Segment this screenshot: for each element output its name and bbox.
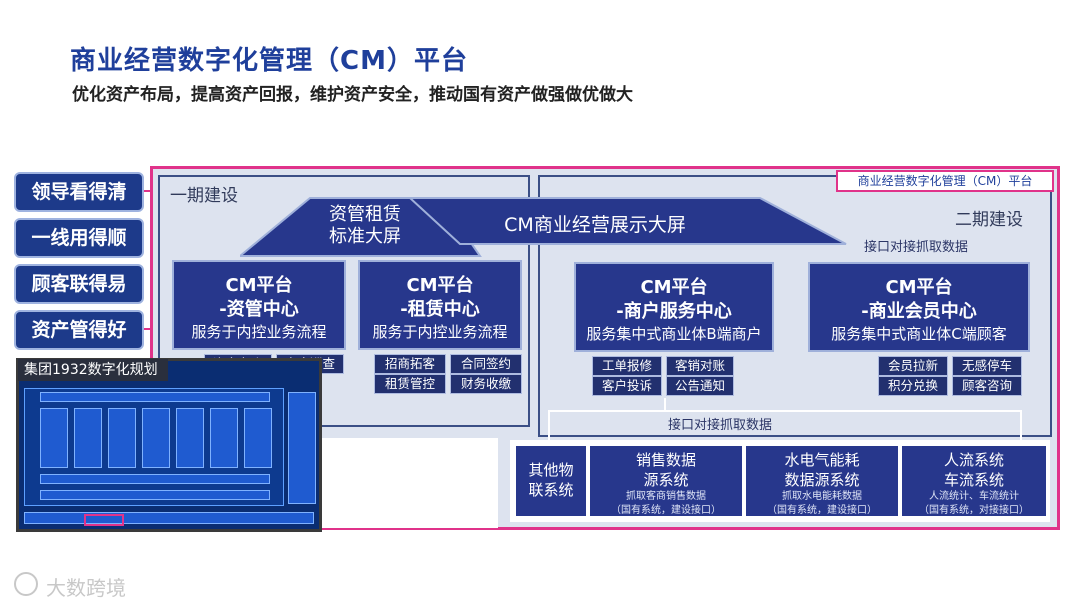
pill-customer: 顾客联得易 — [14, 264, 144, 304]
phase2-frame — [538, 175, 1052, 437]
system-line1: 水电气能耗 — [784, 451, 860, 469]
tag-consult: 顾客咨询 — [952, 376, 1022, 396]
thumbnail-block — [244, 408, 272, 468]
center-desc: 服务集中式商业体B端商户 — [586, 325, 762, 343]
thumbnail-block — [74, 408, 102, 468]
system-line2: 车流系统 — [943, 471, 1004, 489]
diagram-cutout — [322, 438, 498, 528]
tag-finance: 财务收缴 — [450, 374, 522, 394]
thumbnail-block — [24, 512, 314, 524]
tag-reconcile: 客销对账 — [666, 356, 734, 376]
tag-lease-control: 租赁管控 — [374, 374, 446, 394]
center-merchant-service: CM平台 -商户服务中心 服务集中式商业体B端商户 — [574, 262, 774, 352]
page-title: 商业经营数字化管理（CM）平台 — [70, 46, 468, 76]
center-subtitle: -商业会员中心 — [861, 301, 977, 322]
center-leasing: CM平台 -租赁中心 服务于内控业务流程 — [358, 260, 522, 350]
pill-frontline: 一线用得顺 — [14, 218, 144, 258]
center-title: CM平台 — [885, 277, 953, 298]
interface-label-bottom: 接口对接抓取数据 — [668, 418, 773, 433]
center-title: CM平台 — [406, 275, 474, 296]
phase1-frame — [158, 175, 530, 427]
center-desc: 服务于内控业务流程 — [372, 323, 508, 341]
thumbnail-block — [142, 408, 170, 468]
thumbnail-highlight — [84, 514, 124, 526]
banner-center-shape — [407, 197, 847, 245]
tag-complaint: 客户投诉 — [592, 376, 662, 396]
center-title: CM平台 — [640, 277, 708, 298]
tag-points: 积分兑换 — [878, 376, 948, 396]
thumbnail-block — [288, 392, 316, 504]
center-title: CM平台 — [225, 275, 293, 296]
tag-investment: 招商拓客 — [374, 354, 446, 374]
center-subtitle: -资管中心 — [219, 299, 299, 320]
system-energy: 水电气能耗 数据源系统 抓取水电能耗数据 （国有系统，建设接口） — [746, 446, 898, 516]
tag-parking: 无感停车 — [952, 356, 1022, 376]
banner-left-line2: 标准大屏 — [329, 226, 401, 247]
connector-line — [548, 410, 1022, 412]
center-subtitle: -租赁中心 — [400, 299, 480, 320]
center-desc: 服务于内控业务流程 — [191, 323, 327, 341]
system-line2: 联系统 — [528, 481, 574, 499]
connector-line — [664, 398, 666, 410]
thumbnail-block — [176, 408, 204, 468]
platform-tag: 商业经营数字化管理（CM）平台 — [836, 170, 1054, 192]
system-note1: 人流统计、车流统计 — [929, 491, 1019, 502]
system-line2: 数据源系统 — [784, 471, 860, 489]
center-member: CM平台 -商业会员中心 服务集中式商业体C端顾客 — [808, 262, 1030, 352]
thumbnail-block — [40, 474, 270, 484]
system-traffic: 人流系统 车流系统 人流统计、车流统计 （国有系统，对接接口） — [902, 446, 1046, 516]
interface-label-top: 接口对接抓取数据 — [864, 240, 969, 255]
system-note2: （国有系统，建设接口） — [767, 505, 877, 516]
banner-left-text: 资管租赁 标准大屏 — [300, 204, 430, 248]
thumbnail-block — [210, 408, 238, 468]
system-note2: （国有系统，建设接口） — [611, 505, 721, 516]
system-note1: 抓取客商销售数据 — [626, 491, 706, 502]
watermark-text: 大数跨境 — [46, 576, 126, 600]
banner-center-text: CM商业经营展示大屏 — [504, 214, 686, 236]
banner-shapes — [240, 197, 847, 257]
system-note1: 抓取水电能耗数据 — [782, 491, 862, 502]
pill-asset: 资产管得好 — [14, 310, 144, 350]
tag-repair: 工单报修 — [592, 356, 662, 376]
watermark-logo-icon — [14, 572, 38, 596]
thumbnail-title: 集团1932数字化规划 — [18, 359, 168, 381]
connector-line — [1020, 410, 1022, 444]
connector-line — [548, 410, 550, 444]
center-asset-management: CM平台 -资管中心 服务于内控业务流程 — [172, 260, 346, 350]
system-line1: 人流系统 — [943, 451, 1004, 469]
thumbnail-block — [40, 490, 270, 500]
banner-left-shape — [240, 197, 482, 257]
tag-member-acquisition: 会员拉新 — [878, 356, 948, 376]
system-note2: （国有系统，对接接口） — [919, 505, 1029, 516]
tag-notice: 公告通知 — [666, 376, 734, 396]
system-line1: 销售数据 — [635, 451, 696, 469]
thumbnail-block — [108, 408, 136, 468]
system-sales: 销售数据 源系统 抓取客商销售数据 （国有系统，建设接口） — [590, 446, 742, 516]
tag-contract: 合同签约 — [450, 354, 522, 374]
system-line1: 其他物 — [528, 461, 574, 479]
thumbnail-block — [40, 408, 68, 468]
center-desc: 服务集中式商业体C端顾客 — [831, 325, 1007, 343]
phase1-label: 一期建设 — [170, 186, 238, 206]
system-line2: 源系统 — [643, 471, 689, 489]
banner-left-line1: 资管租赁 — [329, 204, 401, 225]
connector-line — [144, 190, 152, 192]
thumbnail-block — [40, 392, 270, 402]
phase2-label: 二期建设 — [955, 210, 1023, 230]
pill-leadership: 领导看得清 — [14, 172, 144, 212]
center-subtitle: -商户服务中心 — [616, 301, 732, 322]
system-iot: 其他物 联系统 — [516, 446, 586, 516]
connector-line — [144, 328, 152, 330]
page-subtitle: 优化资产布局，提高资产回报，维护资产安全，推动国有资产做强做优做大 — [72, 85, 633, 105]
